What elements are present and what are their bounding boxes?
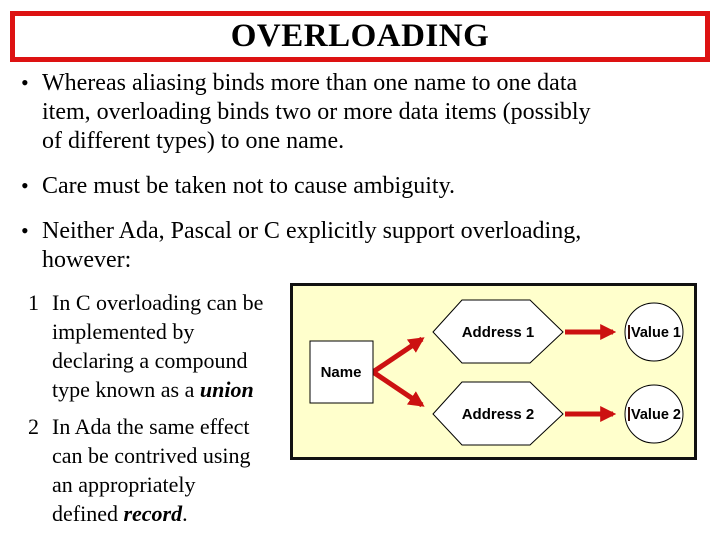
address2-hexagon: [432, 381, 564, 446]
numbered-list: 1 In C overloading can be implemented by…: [28, 288, 290, 536]
numbered-item-text-1: In C overloading can be implemented by d…: [52, 290, 264, 402]
bullet-text-3: Neither Ada, Pascal or C explicitly supp…: [42, 218, 582, 273]
bullet-item-1: • Whereas aliasing binds more than one n…: [20, 69, 705, 156]
bullet-list: • Whereas aliasing binds more than one n…: [20, 69, 705, 291]
page-title: OVERLOADING: [230, 18, 490, 54]
arrow-name-to-address1: [371, 336, 425, 375]
numbered-item-text-2: In Ada the same effect can be contrived …: [52, 414, 251, 526]
value1-circle: [624, 302, 684, 362]
bullet-text-2: Care must be taken not to cause ambiguit…: [42, 173, 456, 199]
arrow-name-to-address2: [371, 369, 425, 408]
item-number: 1: [28, 290, 39, 315]
address1-hexagon: [432, 299, 564, 364]
emphasis-union: union: [199, 377, 254, 402]
bullet-marker: •: [21, 173, 29, 198]
bullet-marker: •: [21, 70, 29, 95]
item-number: 2: [28, 414, 39, 439]
address1-label: Address 1: [462, 324, 535, 341]
address2-label: Address 2: [462, 406, 535, 423]
name-box-label: Name: [321, 364, 362, 381]
bullet-item-3: • Neither Ada, Pascal or C explicitly su…: [20, 217, 705, 275]
numbered-item-1: 1 In C overloading can be implemented by…: [28, 288, 290, 404]
title-box: OVERLOADING: [10, 11, 710, 62]
numbered-item-2: 2 In Ada the same effect can be contrive…: [28, 412, 290, 528]
bullet-text-1: Whereas aliasing binds more than one nam…: [42, 70, 591, 154]
emphasis-record: record: [123, 501, 183, 526]
value1-label: Value 1: [631, 325, 681, 341]
bullet-item-2: • Care must be taken not to cause ambigu…: [20, 172, 705, 201]
bullet-marker: •: [21, 218, 29, 243]
value2-label: Value 2: [631, 407, 681, 423]
value2-circle: [624, 384, 684, 444]
name-box: [309, 340, 374, 404]
binding-diagram: Name Address 1 Address 2 Value 1 Value 2: [290, 283, 697, 460]
binding-diagram-canvas: Name Address 1 Address 2 Value 1 Value 2: [309, 299, 684, 446]
